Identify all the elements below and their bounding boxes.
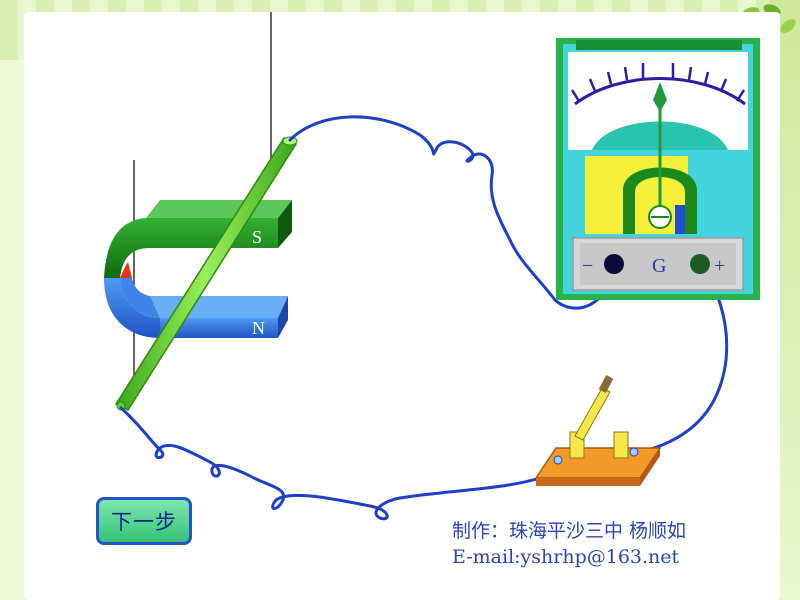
positive-terminal-icon <box>690 254 710 274</box>
next-step-button[interactable]: 下一步 <box>96 497 192 545</box>
magnet-pole-s-label: S <box>252 227 262 247</box>
negative-terminal-icon <box>604 254 624 274</box>
horseshoe-magnet: S N <box>104 200 292 338</box>
knife-switch <box>534 375 662 486</box>
conductor-rod <box>114 136 298 411</box>
next-step-label: 下一步 <box>111 510 177 534</box>
author-email: E-mail:yshrhp@163.net <box>452 546 680 568</box>
galvanometer: − G + <box>556 38 760 300</box>
galvanometer-minus-label: − <box>582 255 593 277</box>
credits-block: 制作：珠海平沙三中 杨顺如 E-mail:yshrhp@163.net <box>452 518 686 570</box>
magnet-pole-n-label: N <box>252 318 265 338</box>
author-credit: 制作：珠海平沙三中 杨顺如 <box>452 520 687 542</box>
galvanometer-g-label: G <box>652 255 666 277</box>
galvanometer-plus-label: + <box>714 255 725 277</box>
